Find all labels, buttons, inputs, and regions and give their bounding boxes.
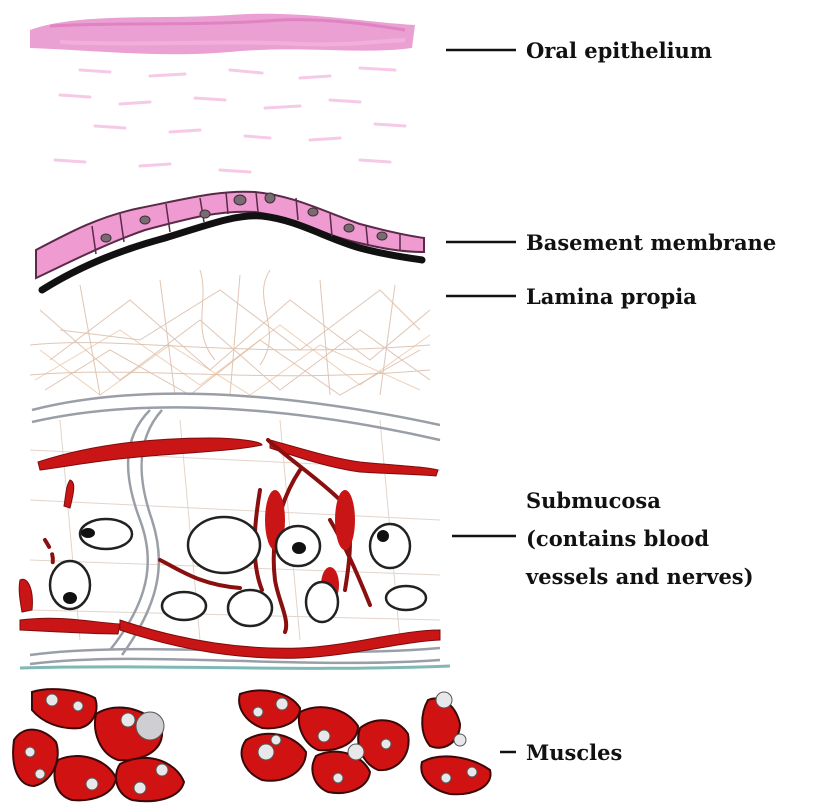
- lamina-propria-layer: [30, 270, 430, 395]
- submucosa-layer: [19, 394, 450, 669]
- label-basement-membrane: Basement membrane: [526, 230, 776, 255]
- label-muscles: Muscles: [526, 740, 622, 765]
- teal-band: [20, 666, 450, 668]
- label-submucosa-vessels: vessels and nerves): [525, 564, 754, 589]
- oral-epithelium-layer: [30, 14, 415, 172]
- label-lamina-propia: Lamina propia: [526, 284, 697, 309]
- label-submucosa: Submucosa: [526, 488, 661, 513]
- label-oral-epithelium: Oral epithelium: [526, 38, 712, 63]
- basement-membrane-layer: [36, 192, 424, 290]
- labels: Oral epithelium Basement membrane Lamina…: [525, 38, 776, 765]
- label-submucosa-contains: (contains blood: [526, 526, 709, 551]
- label-leader-lines: [446, 50, 516, 752]
- muscles-layer: [13, 689, 490, 801]
